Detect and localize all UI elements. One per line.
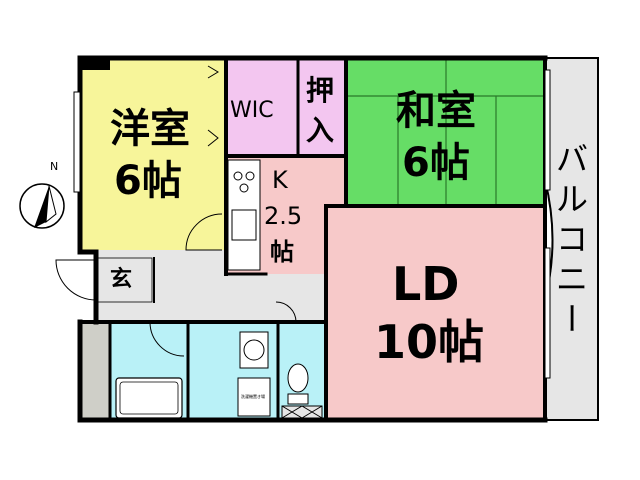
- washbasin-counter: [239, 331, 269, 369]
- toilet: [287, 363, 309, 393]
- western-room-name: 洋室: [110, 106, 190, 152]
- balcony-char: ル: [556, 180, 588, 218]
- washbasin: [243, 339, 265, 361]
- compass-north-label: N: [50, 160, 58, 173]
- toilet-tank: [287, 393, 309, 405]
- ld-room: [326, 206, 545, 420]
- compass: N: [19, 160, 65, 229]
- japanese-room-name: 和室: [396, 88, 476, 134]
- entrance-label: 玄: [110, 266, 132, 292]
- windows: [73, 69, 551, 379]
- stove-burner: [245, 171, 255, 181]
- wic-label: WIC: [230, 98, 274, 123]
- compass-needle-light: [45, 185, 57, 224]
- stove-burner: [233, 171, 243, 181]
- ld-label: LD: [392, 257, 460, 311]
- kitchen-size: 2.5: [264, 202, 302, 230]
- washer-spot: [237, 377, 271, 417]
- balcony-char: ー: [552, 302, 590, 334]
- closet-label-bottom: 入: [306, 114, 334, 147]
- wic-room: [226, 58, 298, 156]
- balcony-char: バ: [556, 140, 588, 178]
- door-swings: [55, 65, 297, 357]
- kitchen-letter: K: [272, 166, 289, 194]
- toilet-storage: [281, 405, 323, 419]
- closet-room: [298, 58, 346, 156]
- washer-label: 洗濯機置き場: [241, 393, 265, 399]
- stove-burner: [239, 183, 249, 193]
- compass-needle: [34, 186, 49, 228]
- storage-strip: [80, 322, 110, 420]
- closet-label-top: 押: [306, 74, 334, 107]
- japanese-room-size: 6帖: [402, 140, 470, 186]
- balcony-char: コ: [556, 220, 588, 258]
- ld-size: 10帖: [374, 315, 484, 369]
- kitchen-sink: [231, 209, 257, 241]
- entrance-area: [96, 258, 154, 302]
- western-room-size: 6帖: [114, 158, 182, 204]
- western-room: [80, 58, 226, 250]
- tatami-lines: [346, 58, 545, 206]
- bathtub-inner: [119, 381, 179, 415]
- kitchen-unit: 帖: [270, 238, 294, 266]
- bathtub: [115, 377, 183, 419]
- pillar: [80, 58, 110, 70]
- balcony-char: ニ: [556, 260, 588, 298]
